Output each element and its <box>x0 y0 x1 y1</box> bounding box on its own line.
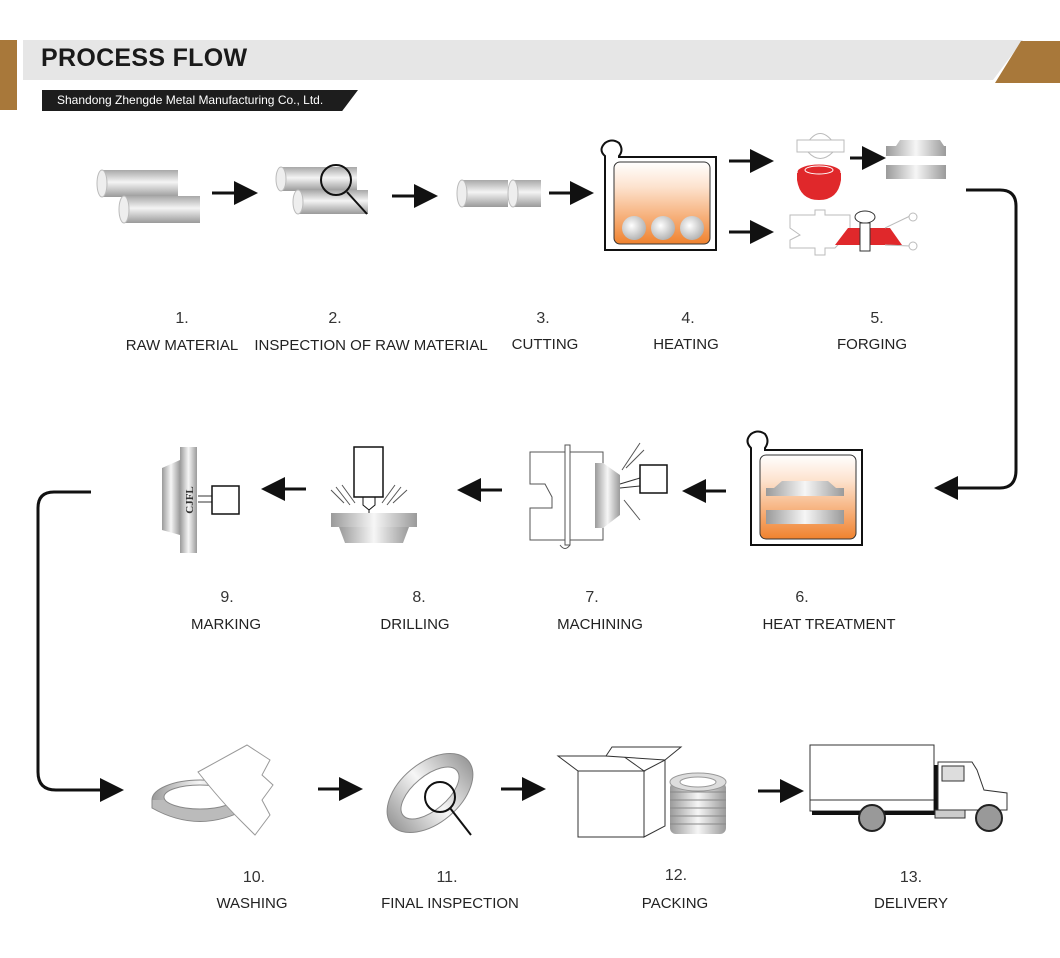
box-and-flanges-icon <box>556 746 727 838</box>
step-number: 1. <box>175 310 189 327</box>
step-number: 8. <box>412 589 426 606</box>
truck-icon <box>809 744 1008 832</box>
step-label: CUTTING <box>511 336 579 353</box>
mark-text: CJFL <box>184 486 196 514</box>
title-bar <box>23 40 1023 80</box>
step-number: 3. <box>536 310 550 327</box>
step-label: MARKING <box>190 616 262 633</box>
step-label: MACHINING <box>557 616 643 633</box>
step-label: FINAL INSPECTION <box>381 895 519 912</box>
step-number: 2. <box>328 310 342 327</box>
step-label: FORGING <box>837 336 907 353</box>
step-number: 10. <box>242 869 266 886</box>
step-number: 9. <box>220 589 234 606</box>
step-number: 4. <box>681 310 695 327</box>
heat-treatment-furnace-icon <box>746 430 863 546</box>
step-number: 11. <box>436 869 458 886</box>
washing-flange-icon <box>151 744 274 836</box>
lathe-icon <box>529 442 668 549</box>
left-accent-block <box>0 40 17 110</box>
marking-icon: CJFL <box>162 447 240 553</box>
step-number: 12. <box>664 867 688 884</box>
step-label: PACKING <box>641 895 709 912</box>
furnace-icon <box>600 139 717 251</box>
step-number: 6. <box>795 589 809 606</box>
step-label: INSPECTION OF RAW MATERIAL <box>254 337 488 354</box>
step-label: DRILLING <box>380 616 450 633</box>
flow-connector <box>934 188 1018 500</box>
flange-inspection-icon <box>386 752 474 836</box>
step-label: HEAT TREATMENT <box>762 616 896 633</box>
step-label: WASHING <box>216 895 288 912</box>
step-number: 13. <box>899 869 923 886</box>
steel-bars-icon <box>96 169 200 224</box>
forging-die-icon <box>789 133 946 256</box>
step-number: 7. <box>585 589 599 606</box>
flow-connector <box>36 490 124 802</box>
step-number: 5. <box>870 310 884 327</box>
inspection-magnifier-icon <box>275 164 368 215</box>
drill-icon <box>330 446 417 543</box>
step-label: HEATING <box>653 336 719 353</box>
step-label: DELIVERY <box>874 895 948 912</box>
page-title: PROCESS FLOW <box>41 44 248 72</box>
step-label: RAW MATERIAL <box>125 337 239 354</box>
cut-billets-icon <box>456 179 541 208</box>
company-banner: Shandong Zhengde Metal Manufacturing Co.… <box>42 90 358 111</box>
